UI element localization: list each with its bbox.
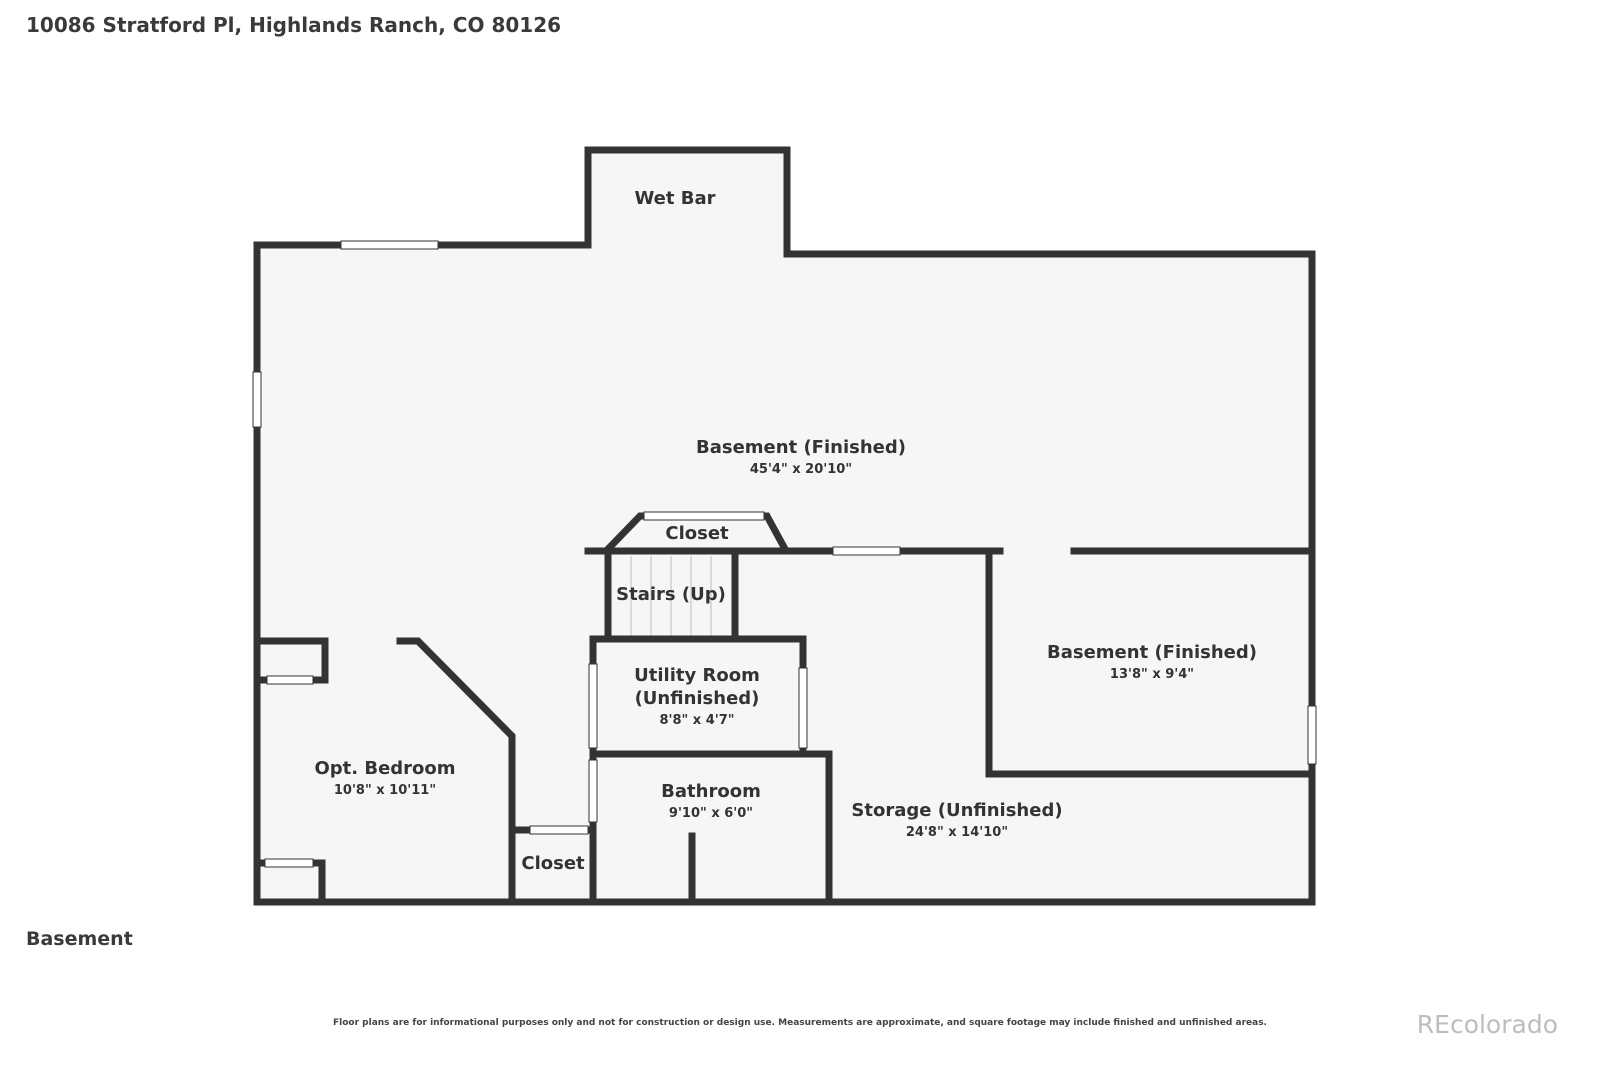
room-utility-name2: (Unfinished) xyxy=(635,688,760,709)
utility-right-opening xyxy=(798,667,808,749)
room-bedroom-name: Opt. Bedroom xyxy=(314,758,455,779)
room-basement-main-name: Basement (Finished) xyxy=(696,437,906,458)
room-basement-right-dims: 13'8" x 9'4" xyxy=(1110,667,1194,682)
utility-left-opening xyxy=(588,663,598,749)
floor-area xyxy=(257,150,1312,902)
room-closet-bottom-name: Closet xyxy=(521,853,585,874)
room-bathroom-name: Bathroom xyxy=(661,781,761,802)
windows xyxy=(252,240,1317,868)
property-address: 10086 Stratford Pl, Highlands Ranch, CO … xyxy=(26,13,562,37)
room-basement-right-name: Basement (Finished) xyxy=(1047,642,1257,663)
closet-small-door xyxy=(529,825,589,835)
room-stairs-name: Stairs (Up) xyxy=(616,584,726,605)
closet-door xyxy=(643,511,765,521)
room-closet-top-name: Closet xyxy=(665,523,729,544)
room-storage-name: Storage (Unfinished) xyxy=(851,800,1062,821)
floor-name: Basement xyxy=(26,928,133,950)
left-closet-door xyxy=(266,675,314,685)
room-bathroom-dims: 9'10" x 6'0" xyxy=(669,806,753,821)
disclaimer: Floor plans are for informational purpos… xyxy=(333,1018,1267,1028)
window-right-wall xyxy=(1307,705,1317,765)
window-left-wall xyxy=(252,371,262,428)
room-bedroom-dims: 10'8" x 10'11" xyxy=(334,783,436,798)
room-labels: Wet Bar Basement (Finished) 45'4" x 20'1… xyxy=(314,188,1257,874)
room-utility-name: Utility Room xyxy=(634,665,760,686)
recolorado-watermark: REcolorado xyxy=(1416,1010,1558,1039)
bottom-closet-door xyxy=(264,858,314,868)
mid-wall-opening xyxy=(832,546,901,556)
room-basement-main-dims: 45'4" x 20'10" xyxy=(750,462,852,477)
window-top-left xyxy=(340,240,439,250)
bath-left-opening xyxy=(588,759,598,823)
room-utility-dims: 8'8" x 4'7" xyxy=(659,713,734,728)
stair-treads xyxy=(630,556,712,636)
room-storage-dims: 24'8" x 14'10" xyxy=(906,825,1008,840)
room-wet-bar-name: Wet Bar xyxy=(634,188,715,209)
